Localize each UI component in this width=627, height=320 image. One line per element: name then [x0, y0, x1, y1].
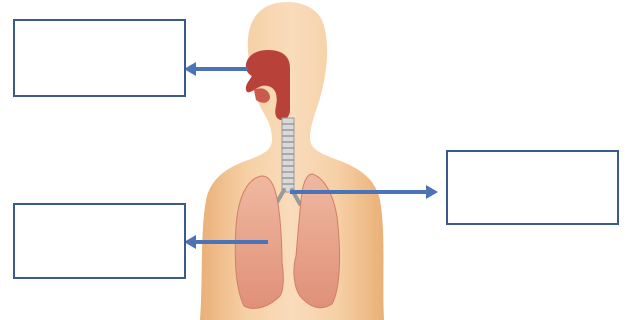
trachea — [282, 118, 294, 192]
label-box-nasal-cavity[interactable] — [13, 19, 186, 97]
arrow-nasal — [184, 62, 248, 76]
label-box-lungs[interactable] — [13, 203, 186, 279]
label-box-trachea[interactable] — [446, 150, 619, 225]
